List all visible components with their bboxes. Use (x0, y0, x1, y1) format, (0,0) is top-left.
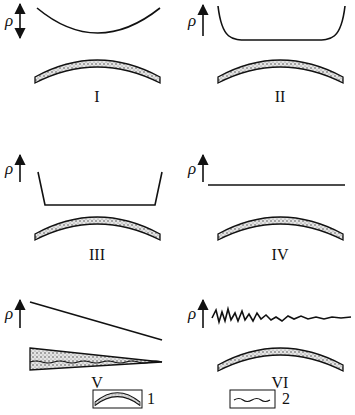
strata (30, 60, 343, 371)
panel-number: IV (272, 247, 289, 263)
panel-number: III (89, 247, 105, 263)
legend-sample (93, 390, 142, 408)
panel-number: I (94, 89, 99, 105)
anticline-layer (35, 217, 160, 240)
axis-arrow (19, 4, 21, 38)
resistivity-curve (218, 6, 345, 40)
anticline-layer (218, 60, 343, 83)
resistivity-curve (208, 184, 345, 186)
axis-arrow (202, 155, 204, 182)
axis-arrow (202, 5, 204, 36)
axis-label: ρ (5, 12, 13, 29)
anticline-layer (35, 60, 160, 83)
axis-label: ρ (5, 160, 13, 177)
panel-number: V (91, 375, 103, 391)
anticline-layer (218, 217, 343, 240)
resistivity-curve (37, 8, 160, 33)
legend-number: 1 (147, 391, 155, 407)
wedge-layer (30, 348, 162, 370)
axis-arrow (19, 300, 21, 328)
axis-label: ρ (5, 305, 13, 322)
resistivity-curve (30, 302, 162, 340)
axis-label: ρ (188, 160, 196, 177)
legend-number: 2 (282, 391, 290, 407)
axis-label: ρ (188, 12, 196, 29)
axis-arrow (202, 300, 204, 328)
resistivity-curve (38, 172, 162, 205)
resistivity-curve (212, 309, 351, 322)
legend-sample (230, 390, 275, 408)
axis-label: ρ (188, 305, 196, 322)
axis-arrow (19, 155, 21, 182)
contact-line (30, 361, 162, 363)
panel-number: VI (272, 375, 289, 391)
panel-number: II (275, 89, 286, 105)
anticline-layer (218, 348, 343, 371)
curves (20, 4, 351, 340)
